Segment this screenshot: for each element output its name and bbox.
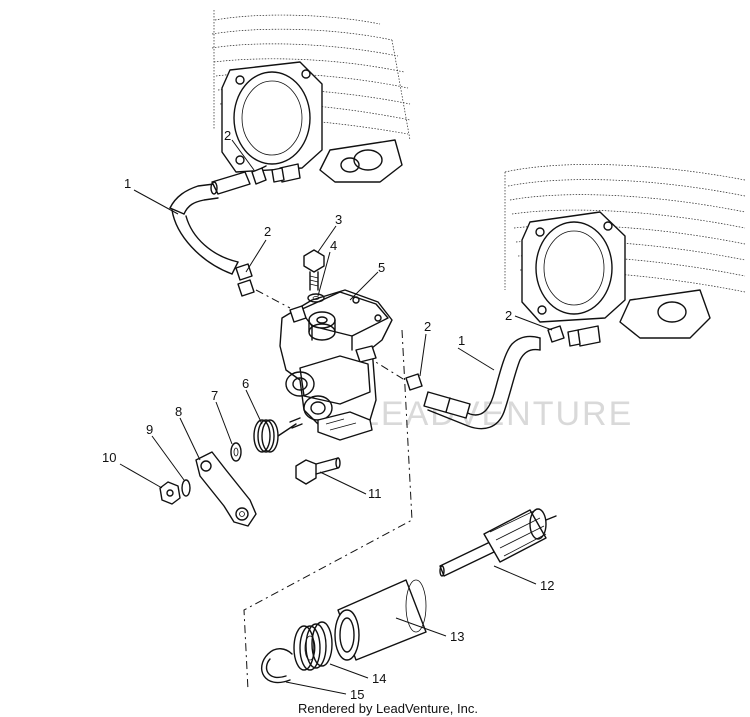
- spring-washer: [230, 442, 242, 462]
- callout-15: 15: [350, 687, 364, 702]
- oil-hose-left: [169, 171, 251, 275]
- assembly-line-right: [365, 355, 409, 383]
- callout-10: 10: [102, 450, 116, 465]
- return-spring: [253, 419, 297, 453]
- callout-2-middle: 2: [424, 319, 431, 334]
- lever-nut: [159, 481, 181, 505]
- callout-5: 5: [378, 260, 385, 275]
- leader-lines: [119, 139, 553, 695]
- sealing-washer: [307, 293, 325, 303]
- oil-hose-right: [423, 335, 541, 430]
- pump-lever-arm: [195, 451, 257, 527]
- hose-clamp-top: [251, 165, 267, 185]
- callout-11: 11: [368, 486, 382, 501]
- callout-1-left: 1: [124, 176, 131, 191]
- callout-labels: 1 1 2 2 2 2 3 4 5 6 7 8 9 10 11 12 13 14…: [102, 128, 554, 702]
- mounting-bolt: [295, 457, 341, 485]
- callout-2-right: 2: [505, 308, 512, 323]
- callout-6: 6: [242, 376, 249, 391]
- watermark-text: LEADVENTURE: [360, 395, 633, 433]
- right-cylinder: [504, 164, 746, 347]
- callout-3: 3: [335, 212, 342, 227]
- callout-7: 7: [211, 388, 218, 403]
- callout-4: 4: [330, 238, 337, 253]
- retaining-ring: [261, 648, 293, 684]
- oil-pump-body: [279, 289, 393, 441]
- gear-sleeve: [334, 579, 427, 661]
- callout-12: 12: [540, 578, 554, 593]
- hose-clamp-right-lower: [405, 373, 423, 391]
- callout-14: 14: [372, 671, 386, 686]
- callout-13: 13: [450, 629, 464, 644]
- callout-1-right: 1: [458, 333, 465, 348]
- callout-2-top: 2: [224, 128, 231, 143]
- credit-text: Rendered by LeadVenture, Inc.: [298, 701, 478, 716]
- pump-drive-gear: [439, 508, 557, 577]
- left-cylinder: [211, 10, 411, 183]
- coil-spring: [293, 621, 333, 671]
- hose-clamp-left-lower: [235, 263, 255, 297]
- assembly-line-lower: [243, 329, 413, 691]
- callout-2-left: 2: [264, 224, 271, 239]
- callout-9: 9: [146, 422, 153, 437]
- lever-washer: [181, 479, 191, 497]
- assembly-line-left: [255, 289, 291, 309]
- banjo-screw: [303, 249, 325, 291]
- callout-8: 8: [175, 404, 182, 419]
- hose-clamp-right-upper: [547, 325, 565, 343]
